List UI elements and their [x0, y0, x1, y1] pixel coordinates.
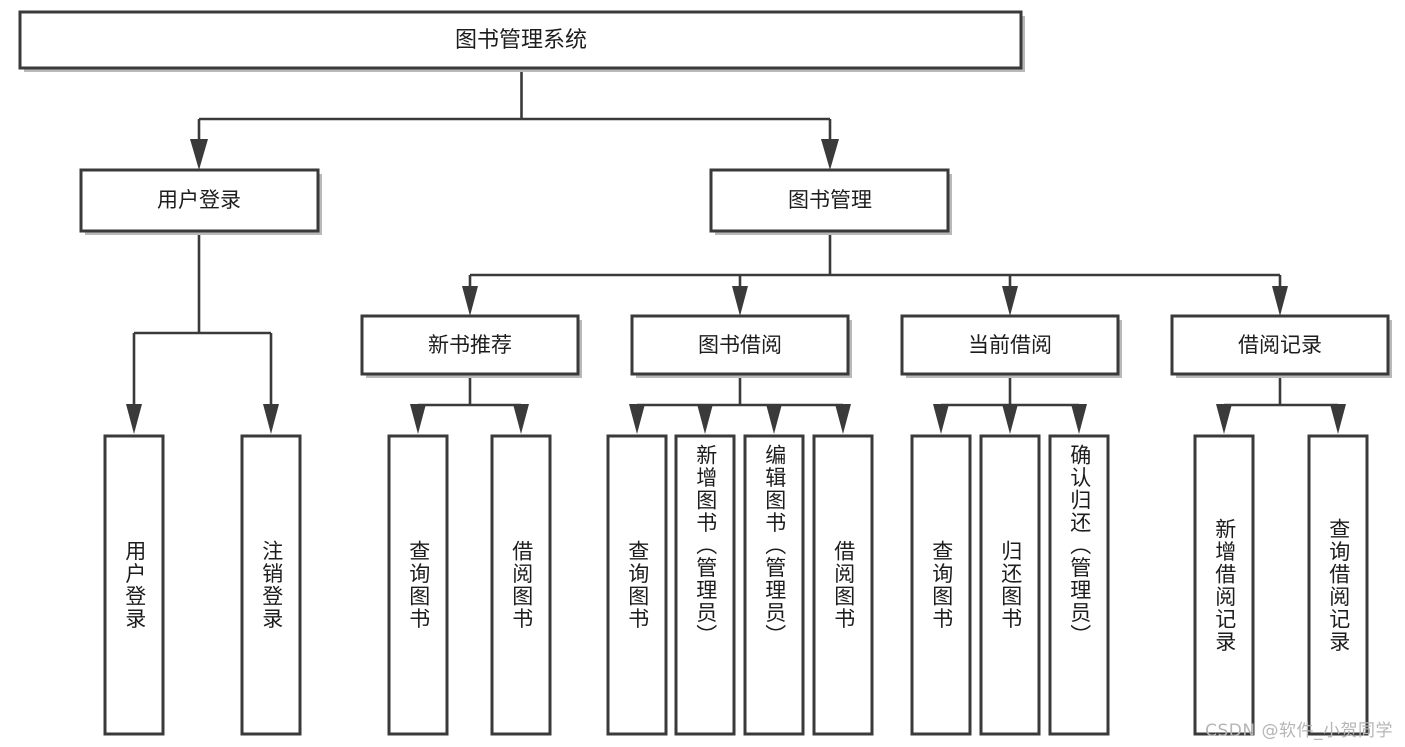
node-root-box[interactable]: [18, 10, 1023, 70]
arrow-cb-leaf-1: [933, 404, 949, 434]
node-current-borrow-label: 当前借阅: [968, 333, 1052, 357]
arrow-bb-leaf-4: [835, 404, 851, 434]
arrow-br-leaf-1: [1216, 404, 1232, 434]
leaf-box-edit-book[interactable]: [743, 434, 805, 736]
arrow-root-to-book-management: [821, 139, 839, 170]
arrow-user-login-leaf-2: [263, 404, 279, 434]
arrow-bb-leaf-2: [697, 404, 713, 434]
leaf-box-borrow-book-2[interactable]: [812, 434, 874, 736]
node-book-management[interactable]: 图书管理: [709, 168, 952, 235]
arrow-bm-to-borrow-record: [1272, 286, 1288, 316]
arrow-bb-leaf-3: [766, 404, 782, 434]
node-book-borrow[interactable]: 图书借阅: [630, 314, 852, 378]
arrow-root-to-user-login: [190, 139, 208, 170]
leaf-box-user-login[interactable]: [103, 434, 165, 736]
node-current-borrow-box[interactable]: [900, 314, 1120, 376]
node-user-login-box[interactable]: [79, 168, 320, 233]
node-book-borrow-box[interactable]: [630, 314, 850, 376]
node-user-login-label: 用户登录: [157, 188, 241, 212]
leaf-box-borrow-book-1[interactable]: [490, 434, 552, 736]
arrow-br-leaf-2: [1330, 404, 1346, 434]
arrow-bm-to-current-borrow: [1002, 286, 1018, 316]
node-user-login[interactable]: 用户登录: [79, 168, 322, 235]
node-current-borrow[interactable]: 当前借阅: [900, 314, 1122, 378]
node-borrow-record-label: 借阅记录: [1238, 333, 1322, 357]
node-book-management-box[interactable]: [709, 168, 950, 233]
csdn-watermark: CSDN @软件_小贺同学: [1205, 721, 1393, 741]
leaf-box-add-record[interactable]: [1193, 434, 1255, 736]
leaf-box-add-book[interactable]: [674, 434, 736, 736]
connectors-group: [126, 69, 1346, 434]
leaf-box-query-book-3[interactable]: [910, 434, 972, 736]
node-new-book-recommend-box[interactable]: [360, 314, 580, 376]
arrow-user-login-leaf-1: [126, 404, 142, 434]
arrow-bm-to-book-borrow: [732, 286, 748, 316]
leaf-box-query-book-1[interactable]: [387, 434, 449, 736]
node-new-book-recommend[interactable]: 新书推荐: [360, 314, 582, 378]
node-root[interactable]: 图书管理系统: [18, 10, 1025, 72]
node-borrow-record[interactable]: 借阅记录: [1170, 314, 1392, 378]
arrow-nbr-leaf-2: [513, 404, 529, 434]
node-book-borrow-label: 图书借阅: [698, 333, 782, 357]
arrow-bm-to-new-book-recommend: [462, 286, 478, 316]
leaf-box-return-book[interactable]: [979, 434, 1041, 736]
leaf-box-user-logout[interactable]: [240, 434, 302, 736]
leaf-boxes-group: [103, 434, 1369, 736]
arrow-cb-leaf-3: [1071, 404, 1087, 434]
leaf-box-confirm-return[interactable]: [1048, 434, 1110, 736]
leaf-box-query-record[interactable]: [1307, 434, 1369, 736]
arrow-bb-leaf-1: [629, 404, 645, 434]
arrow-cb-leaf-2: [1002, 404, 1018, 434]
node-root-label: 图书管理系统: [455, 28, 587, 53]
arrow-nbr-leaf-1: [410, 404, 426, 434]
node-book-management-label: 图书管理: [788, 188, 872, 212]
leaf-box-query-book-2[interactable]: [606, 434, 668, 736]
node-borrow-record-box[interactable]: [1170, 314, 1390, 376]
node-new-book-recommend-label: 新书推荐: [428, 333, 512, 357]
